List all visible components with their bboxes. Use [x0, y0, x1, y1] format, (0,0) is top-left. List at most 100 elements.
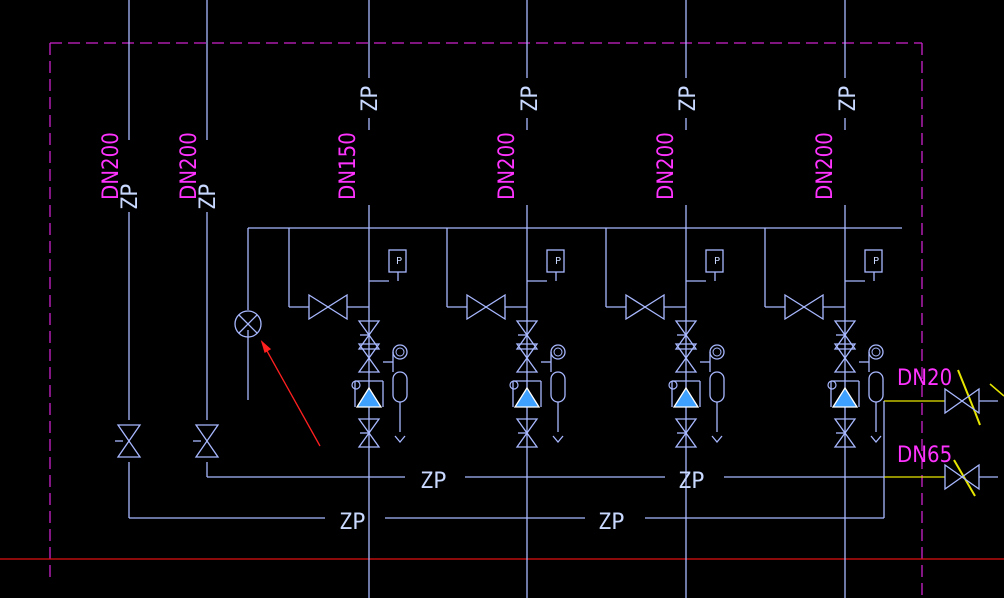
unit-2-second-valve-icon-b — [515, 356, 539, 373]
unit-1-lower-gate-valve-icon-a — [357, 418, 381, 435]
unit-3-lower-gate-valve-icon-b — [674, 431, 698, 448]
unit-4-second-valve-icon-a — [833, 343, 857, 360]
outlet-upper-yellow-slash — [957, 369, 976, 413]
riser-2-gate-valve-icon-top — [194, 424, 220, 443]
riser-2-size-label: DN200 — [177, 132, 202, 200]
unit-1-upper-gate-valve-icon-a — [357, 320, 381, 337]
unit-4-drain-funnel-icon — [870, 435, 882, 444]
upper-header-label-right: ZP — [678, 469, 705, 494]
flow-indicator-x2 — [238, 314, 258, 334]
unit-4-pressure-switch-icon — [864, 249, 883, 273]
unit-1-alarm-check-valve-icon — [355, 386, 383, 408]
unit-4-second-valve-icon-b — [833, 356, 857, 373]
outlet-lower-size-label: DN65 — [897, 443, 952, 468]
outlet-upper-yellow-tick — [989, 383, 1004, 397]
outlet-upper-size-label: DN20 — [897, 366, 952, 391]
unit-2-riser-label: ZP — [518, 86, 543, 113]
unit-4-butterfly-valve-icon-b — [802, 293, 824, 321]
unit-1-butterfly-valve-icon-a — [308, 293, 330, 321]
unit-1-upper-gate-valve-icon-b — [357, 333, 381, 350]
unit-1-pressure-gauge-icon — [392, 344, 408, 360]
unit-1-pressure-gauge-inner — [395, 347, 405, 357]
outlet-lower-valve-icon-a — [944, 463, 964, 491]
riser-1-size-label: DN200 — [99, 132, 124, 200]
unit-2-upper-gate-valve-icon-b — [515, 333, 539, 350]
outlet-lower-valve-icon-b — [960, 463, 980, 491]
unit-4-upper-gate-valve-icon-b — [833, 333, 857, 350]
unit-3-drain-funnel-icon — [711, 435, 723, 444]
pointer-arrowhead — [260, 340, 272, 353]
unit-3-test-valve-icon — [668, 380, 678, 390]
unit-1-lower-gate-valve-icon-b — [357, 431, 381, 448]
riser-2-pipe-label: ZP — [196, 184, 221, 211]
unit-2-upper-gate-valve-icon-a — [515, 320, 539, 337]
unit-3-lower-gate-valve-icon-a — [674, 418, 698, 435]
unit-2-lower-gate-valve-icon-a — [515, 418, 539, 435]
lower-header-label-left: ZP — [339, 510, 366, 535]
outlet-upper-valve-icon-b — [960, 387, 980, 415]
unit-3-second-valve-icon-b — [674, 356, 698, 373]
unit-4-size-label: DN200 — [813, 132, 838, 200]
unit-4-lower-gate-valve-icon-a — [833, 418, 857, 435]
unit-4-riser-label: ZP — [836, 86, 861, 113]
unit-2-pressure-switch-icon — [546, 249, 565, 273]
riser-1-pipe-label: ZP — [118, 184, 143, 211]
unit-4-butterfly-valve-icon-a — [784, 293, 806, 321]
unit-1-pressure-switch-label: P — [396, 256, 402, 267]
unit-3-butterfly-valve-icon-a — [625, 293, 647, 321]
unit-3-riser-label: ZP — [676, 86, 701, 113]
unit-1-retard-chamber-icon — [392, 371, 408, 403]
outlet-upper-valve-icon-a — [944, 387, 964, 415]
riser-2-gate-valve-icon-bottom — [194, 439, 220, 458]
pointer-arrow-shaft — [261, 341, 321, 447]
unit-4-upper-gate-valve-icon-a — [833, 320, 857, 337]
unit-1-second-valve-icon-a — [357, 343, 381, 360]
unit-1-riser-label: ZP — [358, 86, 383, 113]
unit-4-test-valve-icon — [827, 380, 837, 390]
flow-indicator-icon — [234, 310, 262, 338]
unit-1-butterfly-valve-icon-b — [326, 293, 348, 321]
upper-header-label-left: ZP — [420, 469, 447, 494]
label-layer: ZP DN200 ZP DN200 ZP DN150 ZP DN200 ZP D… — [99, 86, 952, 536]
unit-2-butterfly-valve-icon-a — [466, 293, 488, 321]
unit-3-pressure-switch-label: P — [714, 256, 720, 267]
unit-4-lower-gate-valve-icon-b — [833, 431, 857, 448]
unit-2-size-label: DN200 — [495, 132, 520, 200]
unit-4-retard-chamber-icon — [868, 371, 884, 403]
unit-2-drain-funnel-icon — [552, 435, 564, 444]
unit-2-alarm-check-valve-icon — [513, 386, 541, 408]
symbol-layer — [116, 249, 980, 491]
unit-2-test-valve-icon — [509, 380, 519, 390]
unit-1-test-valve-icon — [351, 380, 361, 390]
unit-2-pressure-gauge-inner — [553, 347, 563, 357]
unit-3-pressure-gauge-inner — [712, 347, 722, 357]
unit-4-pressure-gauge-inner — [871, 347, 881, 357]
unit-2-second-valve-icon-a — [515, 343, 539, 360]
unit-3-retard-chamber-icon — [709, 371, 725, 403]
outlet-upper-yellow-slash-b — [974, 411, 981, 426]
unit-4-pressure-switch-label: P — [873, 256, 879, 267]
unit-3-pressure-gauge-icon — [709, 344, 725, 360]
unit-2-pressure-gauge-icon — [550, 344, 566, 360]
unit-4-pressure-gauge-icon — [868, 344, 884, 360]
unit-3-pressure-switch-icon — [705, 249, 724, 273]
unit-2-retard-chamber-icon — [550, 371, 566, 403]
unit-2-pressure-switch-label: P — [555, 256, 561, 267]
unit-1-pressure-switch-icon — [388, 249, 407, 273]
riser-1-gate-valve-icon-top — [116, 424, 142, 443]
unit-3-alarm-check-valve-icon — [672, 386, 700, 408]
unit-3-size-label: DN200 — [654, 132, 679, 200]
lower-header-label-right: ZP — [598, 510, 625, 535]
unit-1-drain-funnel-icon — [394, 435, 406, 444]
unit-1-second-valve-icon-b — [357, 356, 381, 373]
unit-3-upper-gate-valve-icon-b — [674, 333, 698, 350]
unit-2-butterfly-valve-icon-b — [484, 293, 506, 321]
unit-1-size-label: DN150 — [336, 132, 361, 200]
unit-4-alarm-check-valve-icon — [831, 386, 859, 408]
unit-2-lower-gate-valve-icon-b — [515, 431, 539, 448]
riser-1-gate-valve-icon-bottom — [116, 439, 142, 458]
unit-3-second-valve-icon-a — [674, 343, 698, 360]
unit-3-upper-gate-valve-icon-a — [674, 320, 698, 337]
unit-3-butterfly-valve-icon-b — [643, 293, 665, 321]
